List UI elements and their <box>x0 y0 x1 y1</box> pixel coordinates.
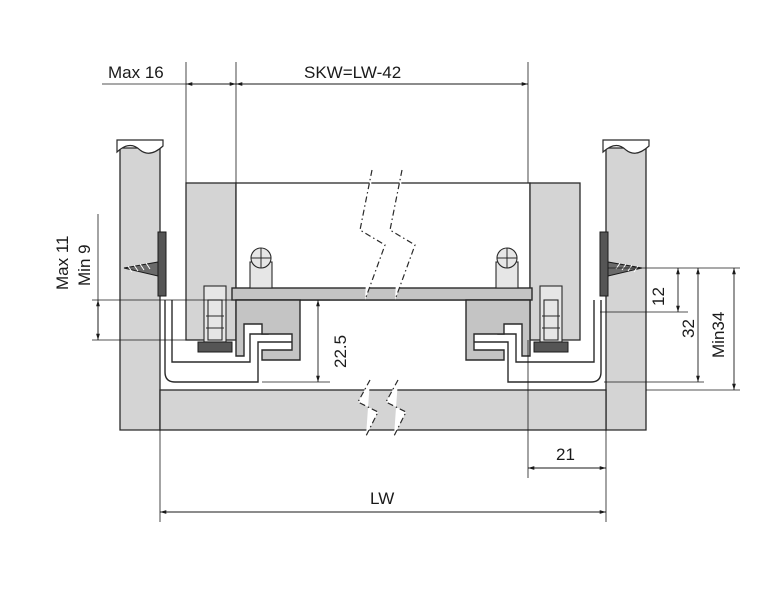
dim-skw-label: SKW=LW-42 <box>304 63 401 82</box>
right-wall-break <box>602 139 650 154</box>
right-cabinet-wall <box>605 147 647 431</box>
dim-min9-label: Min 9 <box>75 244 94 286</box>
dim-max11-label: Max 11 <box>53 236 72 291</box>
dim-22-5-label: 22.5 <box>331 335 350 368</box>
dim-12-label: 12 <box>649 287 668 306</box>
dim-min34-label: Min34 <box>709 312 728 358</box>
cabinet-bottom-panel <box>159 389 607 431</box>
break-line-upper-left <box>359 169 386 301</box>
left-slide-rail <box>164 300 299 383</box>
right-adjuster-screw <box>495 247 519 289</box>
dim-32-label: 32 <box>679 319 698 338</box>
right-slide-rail <box>467 300 602 383</box>
break-line-lower-right <box>385 379 407 437</box>
dim-max16-label: Max 16 <box>108 63 164 82</box>
left-wall-break <box>116 139 164 154</box>
left-adjuster-screw <box>249 247 273 289</box>
dim-lw-label: LW <box>370 489 394 508</box>
break-line-upper-right <box>389 169 416 301</box>
left-runner-profile <box>235 299 301 361</box>
dim-21-label: 21 <box>556 445 575 464</box>
drawer-back-panel <box>235 182 531 301</box>
left-cabinet-wall <box>119 147 161 431</box>
drawer-bottom <box>231 287 533 301</box>
right-runner-profile <box>465 299 531 361</box>
right-locking-device <box>533 285 569 353</box>
break-line-lower-left <box>357 379 379 437</box>
left-wall-screw <box>123 231 167 297</box>
right-wall-screw <box>599 231 643 297</box>
